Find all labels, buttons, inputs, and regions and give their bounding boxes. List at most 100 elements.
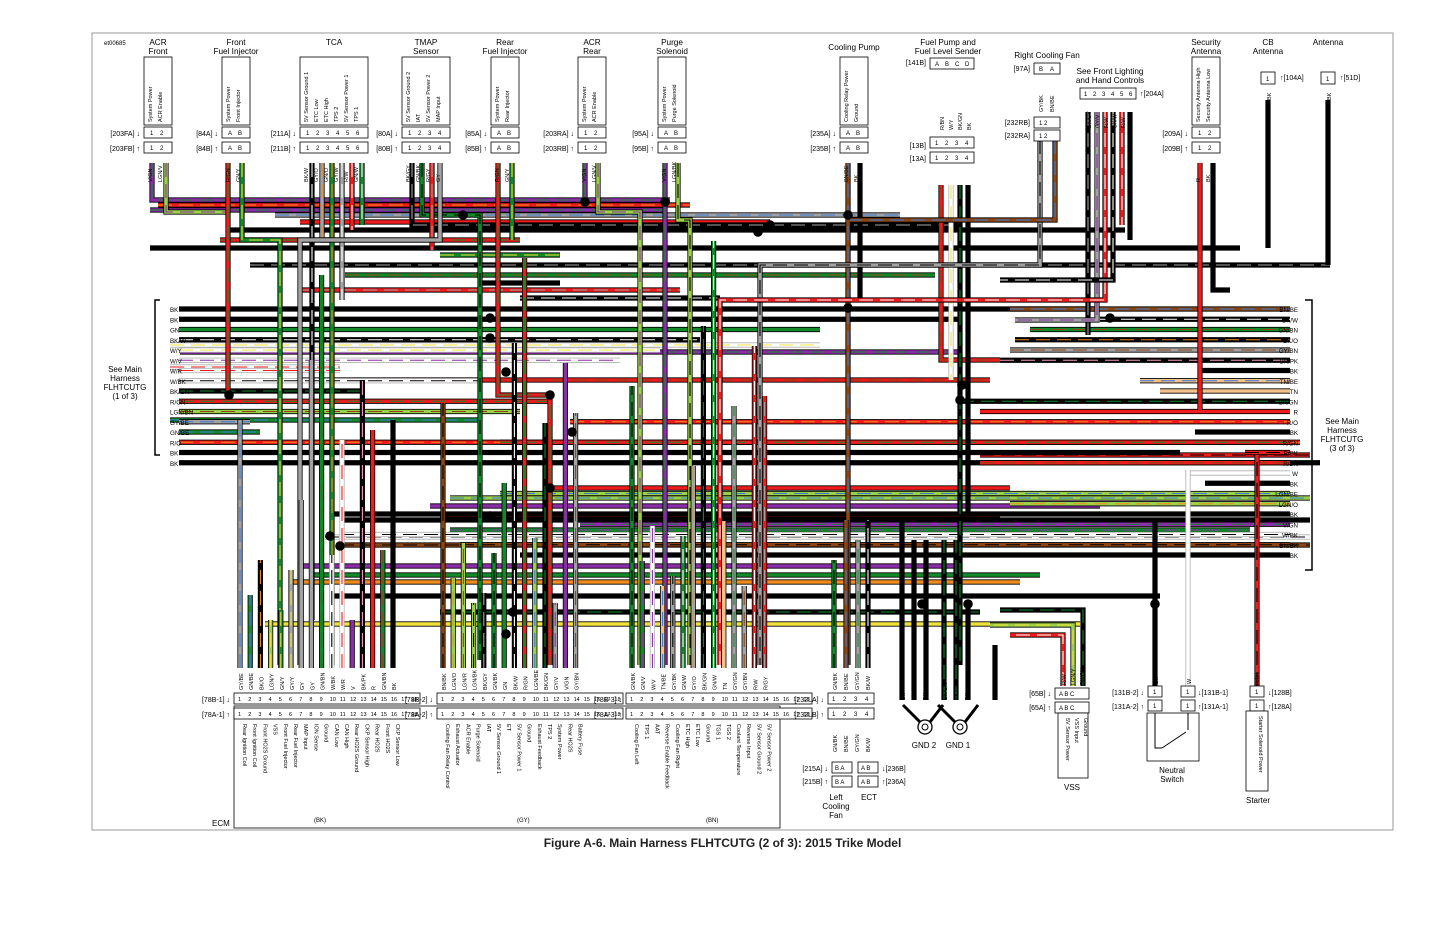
right-wire-tag-21: V/GN [1283, 522, 1298, 529]
pin-num-2-1: 2 [316, 146, 320, 152]
component-box-7 [839, 56, 869, 126]
pin-num-6-0: A [664, 131, 668, 137]
component-box-0 [143, 56, 173, 126]
left-wire-tag-15: BK [170, 461, 179, 468]
splice-dot [485, 313, 495, 323]
ecm-wire-tag: GN/W [682, 674, 688, 690]
splice-dot [545, 483, 555, 493]
right-wire-tag-3: BK/O [1283, 338, 1298, 345]
pin-num-5-1: 2 [594, 131, 598, 137]
wire-tag-2-5: GN/W [354, 166, 360, 182]
vss-title: VSS [1064, 783, 1080, 792]
component-box-2 [299, 56, 369, 126]
ecm-pin-name: Purge Solenoid [475, 724, 481, 762]
neutral-title: Switch [1160, 775, 1184, 784]
pin-name-7-1: Ground [854, 104, 860, 122]
ecm-wire-tag: GY/BK [672, 673, 678, 690]
component-box-3 [401, 56, 451, 126]
left-wire-tag-7: W/BK [170, 379, 187, 386]
connector-ref-4-b: [85B] ↑ [465, 146, 487, 153]
pin-num-8-2: C [955, 62, 960, 68]
connector-ref-2-b: [211B] ↑ [271, 146, 296, 153]
right-wire-tag-23: BN/BK [1279, 543, 1298, 550]
ecm-wire-tag: W/BK [331, 676, 337, 690]
wire-tag-2-0: BK/W [304, 167, 310, 182]
left-fan-wire: GY/GN [855, 672, 861, 690]
ecm-pin-num: 8 [309, 697, 312, 703]
splice-dot [917, 599, 927, 609]
connector-ref-3-b: [80B] ↑ [376, 146, 398, 153]
gnd2-wire: BK [901, 692, 907, 700]
ecm-pin-num: 13 [360, 697, 366, 703]
component-box-6 [657, 56, 687, 126]
ecm-pin-name: Rear HO2S [374, 724, 380, 753]
vss-pin-a: A B C [1059, 692, 1075, 698]
component-box-8-c [929, 151, 975, 164]
wires-layer [149, 100, 1331, 700]
vss-pin-name: 5V Sensor Power [1064, 718, 1070, 761]
neutral-pin: 1 [1153, 690, 1157, 696]
component-box-8 [929, 57, 975, 70]
pin-num-7-0: A [846, 131, 850, 137]
ground-terminal-inner-1 [956, 723, 964, 731]
connector-ref-0-a: [203FA] ↓ [110, 131, 140, 138]
ecm-wire-tag: BK/GY [483, 673, 489, 690]
pin-num-10-3: 4 [1111, 92, 1115, 98]
connector-ref-8-a: [141B] [906, 60, 926, 67]
ecm-pin-num: 12 [350, 712, 356, 718]
pin-row-6-1 [657, 141, 687, 154]
wire-tag-6-1: LGN/BK [672, 161, 678, 182]
ecm-wire-tag: GY/V [554, 677, 560, 690]
ecm-conn-color-1: (GY) [517, 818, 530, 824]
pin-row-3-0 [401, 126, 451, 139]
left-fan-box-c [831, 761, 853, 774]
ecm-pin-num: 3 [258, 712, 261, 718]
figure-caption: Figure A-6. Main Harness FLHTCUTG (2 of … [543, 836, 902, 850]
ecm-pin-num: 17 [401, 697, 407, 703]
ecm-pin-num: 10 [722, 712, 728, 718]
right-harness-bracket [1305, 299, 1313, 571]
connector-ref-13-a: ↑[51D] [1340, 75, 1360, 82]
pin-name-2-5: TPS 1 [354, 107, 360, 122]
ecm-pin-num: 4 [472, 712, 475, 718]
component-box-1 [221, 56, 251, 126]
ecm-pin-name: Cooling Fan Left [633, 724, 639, 765]
splice-dot [843, 303, 853, 313]
ecm-pin-num: 5 [279, 697, 282, 703]
ecm-pin-num: 3 [461, 712, 464, 718]
pin-num-2-0: 1 [306, 146, 310, 152]
ecm-pin-num: 17 [401, 712, 407, 718]
wire-tag-8-0: R/BN [940, 117, 946, 130]
ecm-pin-num: 15 [381, 697, 387, 703]
right-harness-label: Harness [1327, 426, 1357, 435]
pin-num-3-1: 2 [418, 131, 422, 137]
ecm-body [233, 705, 781, 829]
pin-num-b-1: 2 [945, 141, 949, 147]
left-fan-pin: 2 [843, 697, 847, 703]
wire-tag-2-1: GY/O [314, 168, 320, 182]
component-title-4: Fuel Injector [482, 47, 527, 56]
neutral-pin: 1 [1186, 704, 1190, 710]
ecm-pin-num: 9 [320, 697, 323, 703]
ecm-pin-name: 5V Sensor Ground 1 [495, 724, 501, 774]
component-title-4: Rear [496, 38, 514, 47]
ecm-pin-name: Front HO2S Ground [261, 724, 267, 773]
right-wire-tag-22: W/BK [1282, 533, 1299, 540]
neutral-box-a [1147, 685, 1163, 698]
ecm-ref-0-b: [78A-1] ↑ [202, 712, 230, 719]
neutral-wire: BK [1154, 676, 1160, 684]
pin-num-10-4: 5 [1120, 92, 1124, 98]
pin-row-4-1 [490, 141, 520, 154]
ecm-wire-tag: BK/PK [361, 673, 367, 690]
pin-row-2-0 [299, 126, 369, 139]
pin-name-2-0: 5V Sensor Ground 1 [304, 72, 310, 122]
wire-tag-4-0: R/GN [495, 168, 501, 182]
ecm-pin-num: 6 [681, 712, 684, 718]
ecm-pin-num: 13 [360, 712, 366, 718]
ground-lead-b-1 [963, 704, 980, 723]
pin-num-5-1: 2 [594, 146, 598, 152]
wire-tag-5-0: V/GN [582, 169, 588, 182]
pin-num-3-0: 1 [408, 146, 412, 152]
